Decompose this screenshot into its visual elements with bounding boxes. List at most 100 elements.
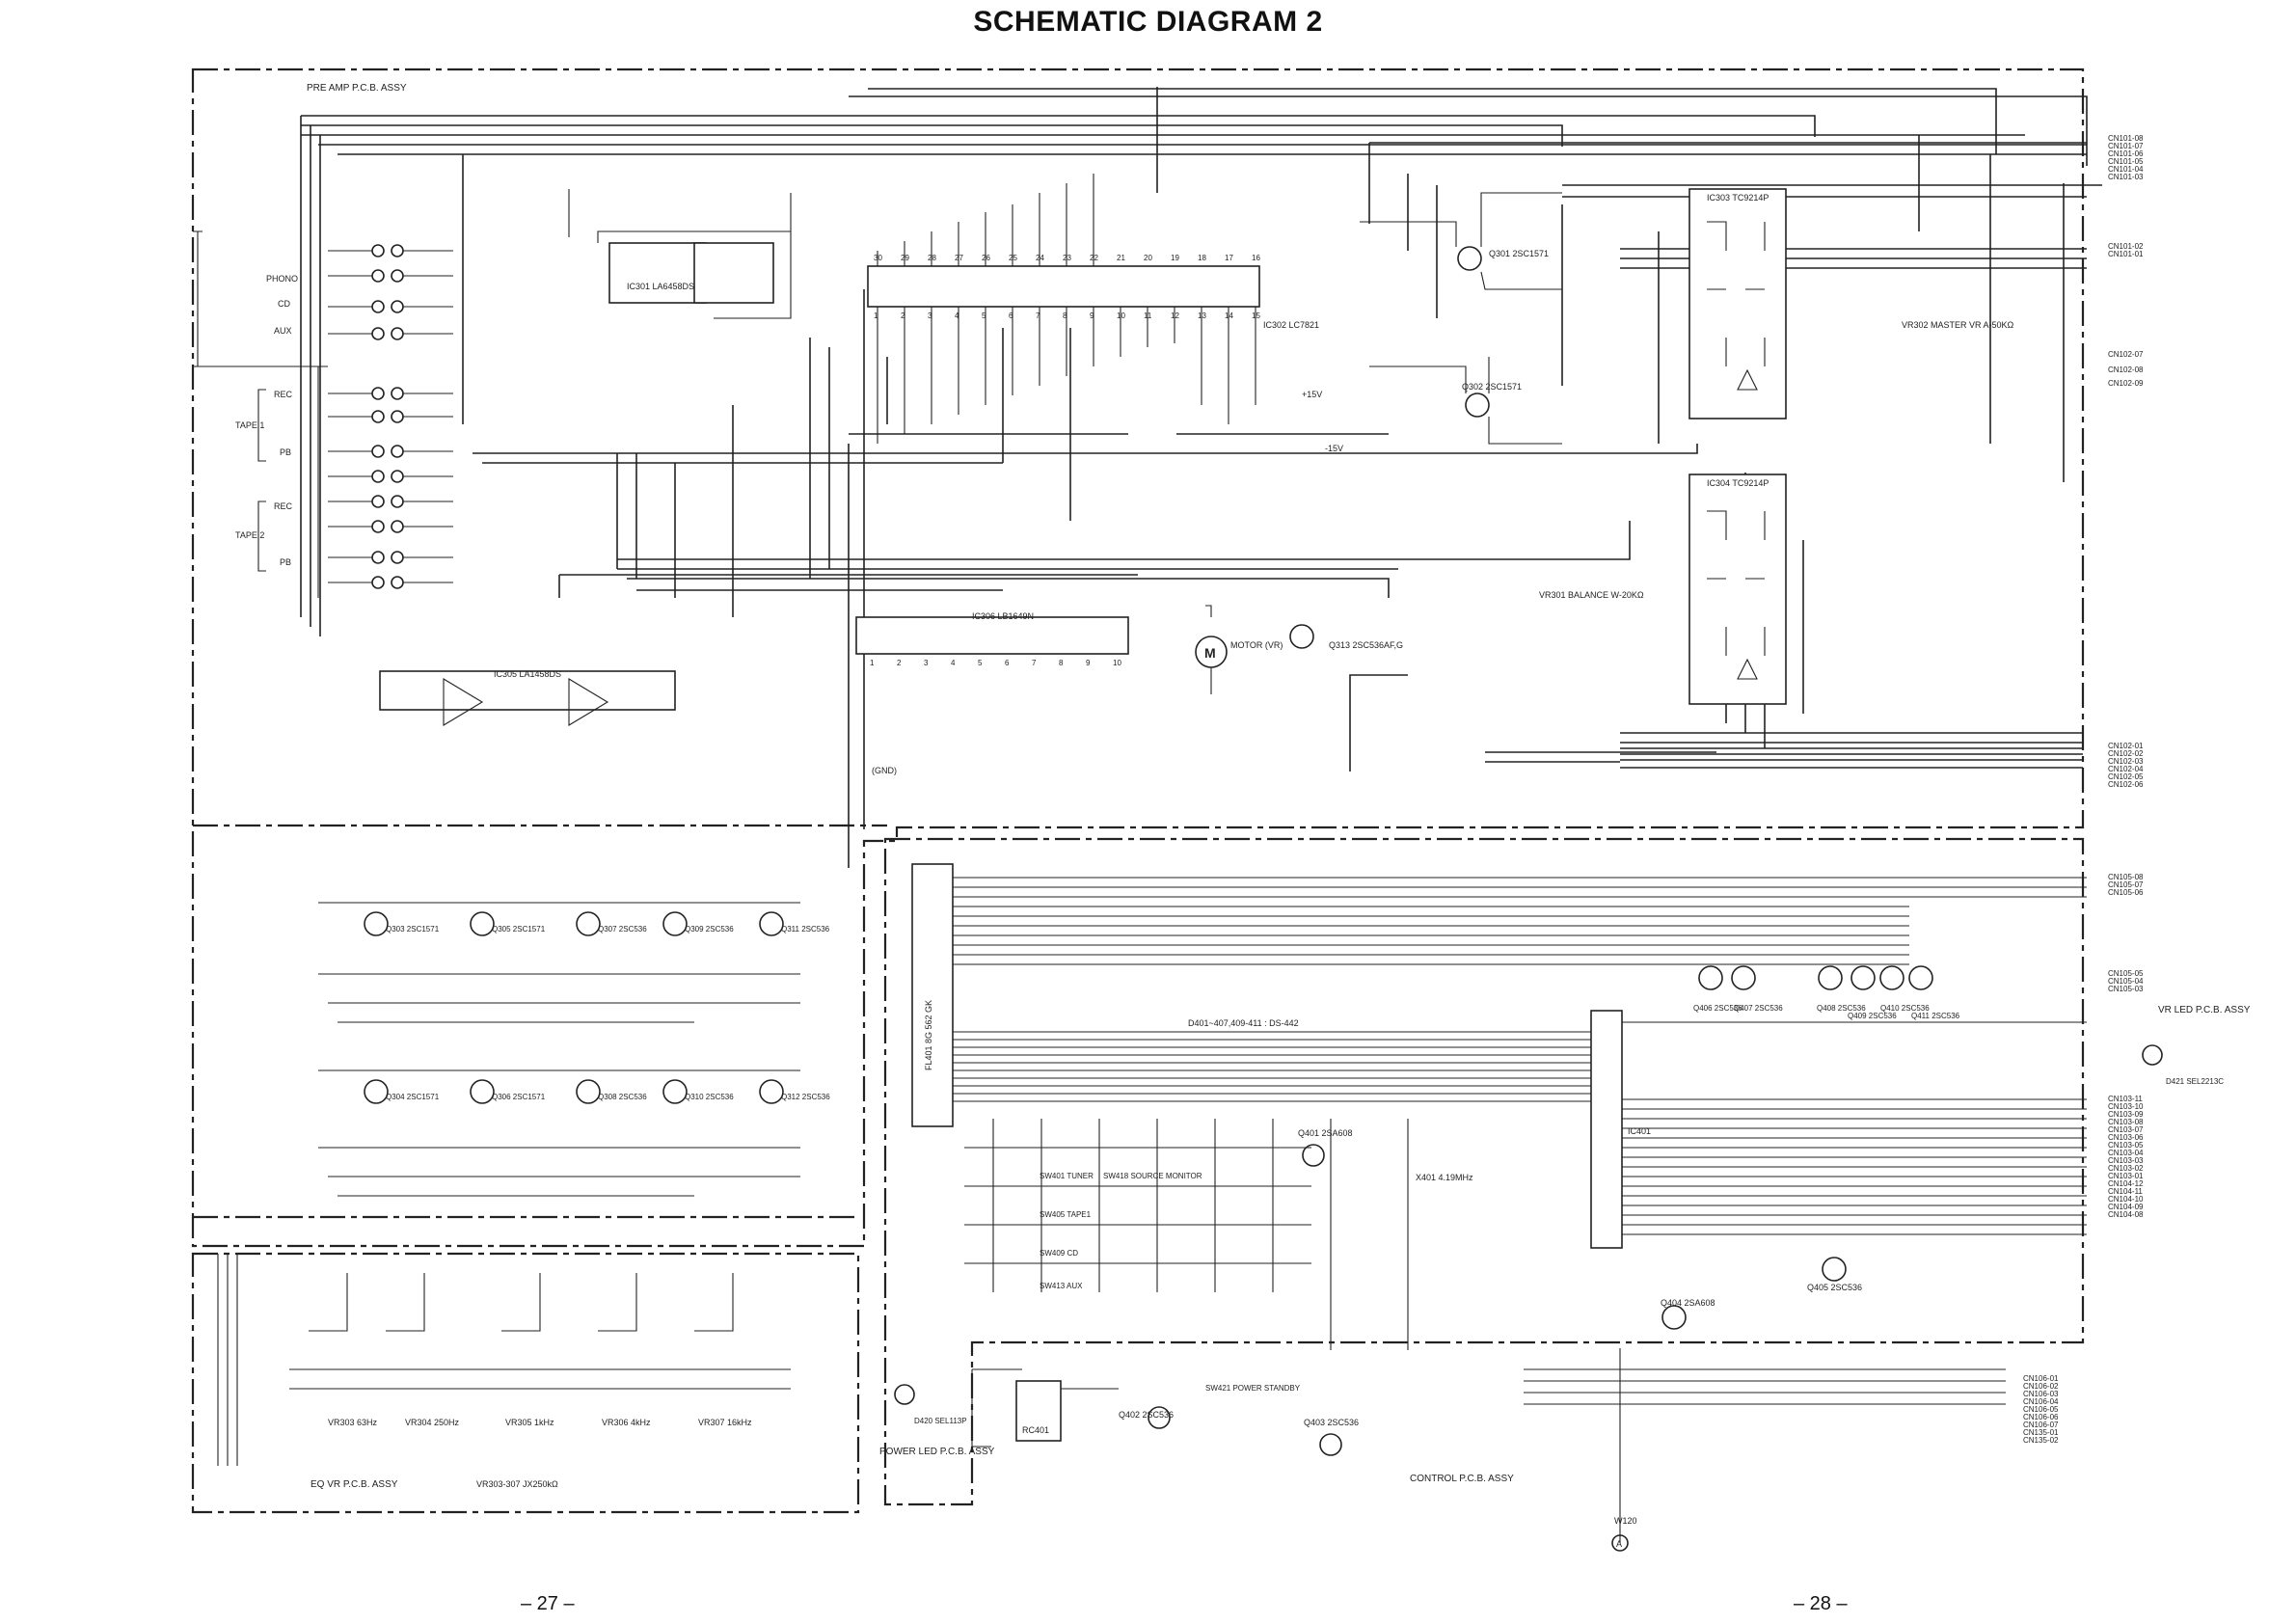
cn103-group: CN103-11 CN103-10 CN103-09 CN103-08 CN10… <box>2108 1095 2144 1219</box>
ic302-label: IC302 LC7821 <box>1263 320 1319 330</box>
page-number-left: – 27 – <box>521 1593 575 1614</box>
ic306-pin-8: 8 <box>1059 659 1064 667</box>
ic302-pin-14: 14 <box>1225 311 1233 320</box>
ic303-label: IC303 TC9214P <box>1707 193 1769 203</box>
cn101-03: CN101-03 <box>2108 173 2144 181</box>
ic302-pin-8: 8 <box>1063 311 1067 320</box>
cn101-07: CN101-07 <box>2108 142 2144 150</box>
supply-plus-15v: +15V <box>1302 390 1322 399</box>
cn102-group: CN102-07 CN102-08 CN102-09 CN102-01 CN10… <box>2108 350 2144 789</box>
vr302-label: VR302 MASTER VR A-50KΩ <box>1902 320 2014 330</box>
sw-tape1: SW405 TAPE1 <box>1040 1210 1092 1219</box>
cn103-10: CN103-10 <box>2108 1102 2144 1111</box>
control-board-outline <box>883 837 2085 1506</box>
cn106-07: CN106-07 <box>2023 1421 2059 1429</box>
q410-label: Q410 2SC536 <box>1880 1004 1930 1013</box>
ic302-pin-24: 24 <box>1036 254 1044 262</box>
input-jacks: PHONO CD AUX REC TAPE 1 PB REC TAPE 2 PB <box>193 230 453 598</box>
cn101-08: CN101-08 <box>2108 134 2144 143</box>
q409-label: Q409 2SC536 <box>1848 1012 1897 1020</box>
eq-amp-row-2: Q304 2SC1571 Q306 2SC1571 Q308 2SC536 Q3… <box>318 1069 830 1197</box>
ic305-block: IC305 LA1458DS <box>379 669 676 726</box>
cn105-03: CN105-03 <box>2108 985 2144 993</box>
cn102-03: CN102-03 <box>2108 757 2144 766</box>
cn102-06: CN102-06 <box>2108 780 2144 789</box>
ic305-label: IC305 LA1458DS <box>494 669 561 679</box>
cn106-04: CN106-04 <box>2023 1397 2059 1406</box>
cn103-08: CN103-08 <box>2108 1118 2144 1126</box>
ic302-pin-25: 25 <box>1009 254 1017 262</box>
vr303-label: VR303 63Hz <box>328 1418 378 1427</box>
ic302-pin-21: 21 <box>1117 254 1125 262</box>
q302-label: Q302 2SC1571 <box>1462 382 1522 392</box>
eq-vr-board-label: EQ VR P.C.B. ASSY <box>311 1479 398 1490</box>
ic302-pin-4: 4 <box>955 311 959 320</box>
input-label-tape1-rec: REC <box>274 390 293 399</box>
ic302-pin-28: 28 <box>928 254 936 262</box>
motor-symbol: M MOTOR (VR) <box>1195 605 1283 694</box>
cn103-04: CN103-04 <box>2108 1149 2144 1157</box>
motor-label: MOTOR (VR) <box>1230 640 1283 650</box>
input-label-cd: CD <box>278 299 290 309</box>
eq-vr-section: VR303 63Hz VR304 250Hz VR305 1kHz VR306 … <box>217 1254 791 1489</box>
ic306-pin-2: 2 <box>897 659 902 667</box>
ic306-pin-7: 7 <box>1032 659 1037 667</box>
cn106-02: CN106-02 <box>2023 1382 2059 1391</box>
diode-note: D401~407,409-411 : DS-442 <box>1188 1018 1299 1028</box>
q310-label: Q310 2SC536 <box>685 1093 734 1101</box>
q411-label: Q411 2SC536 <box>1911 1012 1960 1020</box>
ic306-pin-5: 5 <box>978 659 983 667</box>
vr306-label: VR306 4kHz <box>602 1418 651 1427</box>
ic301-label: IC301 LA6458DS <box>627 282 694 291</box>
q307-label: Q307 2SC536 <box>598 925 647 934</box>
q308-label: Q308 2SC536 <box>598 1093 647 1101</box>
input-label-tape1-pb: PB <box>280 447 291 457</box>
cn104-12: CN104-12 <box>2108 1179 2144 1188</box>
power-led-board-label: POWER LED P.C.B. ASSY <box>879 1447 995 1457</box>
w120-label: W120 <box>1614 1516 1637 1526</box>
supply-minus-15v: -15V <box>1325 444 1343 453</box>
cn135-02: CN135-02 <box>2023 1436 2059 1445</box>
cn103-03: CN103-03 <box>2108 1156 2144 1165</box>
ic306-pin-1: 1 <box>870 659 875 667</box>
q313-label: Q313 2SC536AF,G <box>1329 640 1403 650</box>
input-label-aux: AUX <box>274 326 292 336</box>
svg-text:M: M <box>1204 645 1216 661</box>
rc401-label: RC401 <box>1022 1425 1049 1435</box>
input-label-phono: PHONO <box>266 274 298 284</box>
cn106-01: CN106-01 <box>2023 1374 2059 1383</box>
ic306-block: IC306 LB1649N 1 2 3 4 5 6 7 8 9 10 (GND) <box>855 611 1129 775</box>
cn104-08: CN104-08 <box>2108 1210 2144 1219</box>
sw-aux: SW413 AUX <box>1040 1282 1083 1290</box>
cn102-02: CN102-02 <box>2108 749 2144 758</box>
cn103-09: CN103-09 <box>2108 1110 2144 1119</box>
cn135-01: CN135-01 <box>2023 1428 2059 1437</box>
q305-label: Q305 2SC1571 <box>492 925 546 934</box>
cn106-05: CN106-05 <box>2023 1405 2059 1414</box>
cn102-08: CN102-08 <box>2108 365 2144 374</box>
cn102-01: CN102-01 <box>2108 742 2144 750</box>
q309-label: Q309 2SC536 <box>685 925 734 934</box>
ic302-block: IC302 LC7821 30 29 28 27 26 25 24 23 22 … <box>867 174 1319 444</box>
ic306-pin-4: 4 <box>951 659 956 667</box>
cn101-02: CN101-02 <box>2108 242 2144 251</box>
sw-source-monitor: SW418 SOURCE MONITOR <box>1103 1172 1202 1180</box>
ic303-block: IC303 TC9214P <box>1688 188 1787 420</box>
cn105-04: CN105-04 <box>2108 977 2144 986</box>
x401-label: X401 4.19MHz <box>1416 1173 1473 1182</box>
d421-label: D421 SEL2213C <box>2166 1077 2224 1086</box>
cn105-05: CN105-05 <box>2108 969 2144 978</box>
cn106-group: CN106-01 CN106-02 CN106-03 CN106-04 CN10… <box>2023 1374 2059 1445</box>
cn105-group: CN105-08 CN105-07 CN105-06 CN105-05 CN10… <box>2108 873 2144 993</box>
d420-label: D420 SEL113P <box>914 1417 967 1425</box>
fl401-label: FL401 8G 562 GK <box>924 1000 933 1070</box>
cn106-03: CN106-03 <box>2023 1390 2059 1398</box>
eq-vr-board-outline <box>191 1252 860 1514</box>
vr304-label: VR304 250Hz <box>405 1418 460 1427</box>
gnd-label: (GND) <box>872 766 897 775</box>
q402-label: Q402 2SC536 <box>1119 1410 1174 1420</box>
q306-label: Q306 2SC1571 <box>492 1093 546 1101</box>
ref-a: A <box>1616 1539 1622 1549</box>
cn102-07: CN102-07 <box>2108 350 2144 359</box>
